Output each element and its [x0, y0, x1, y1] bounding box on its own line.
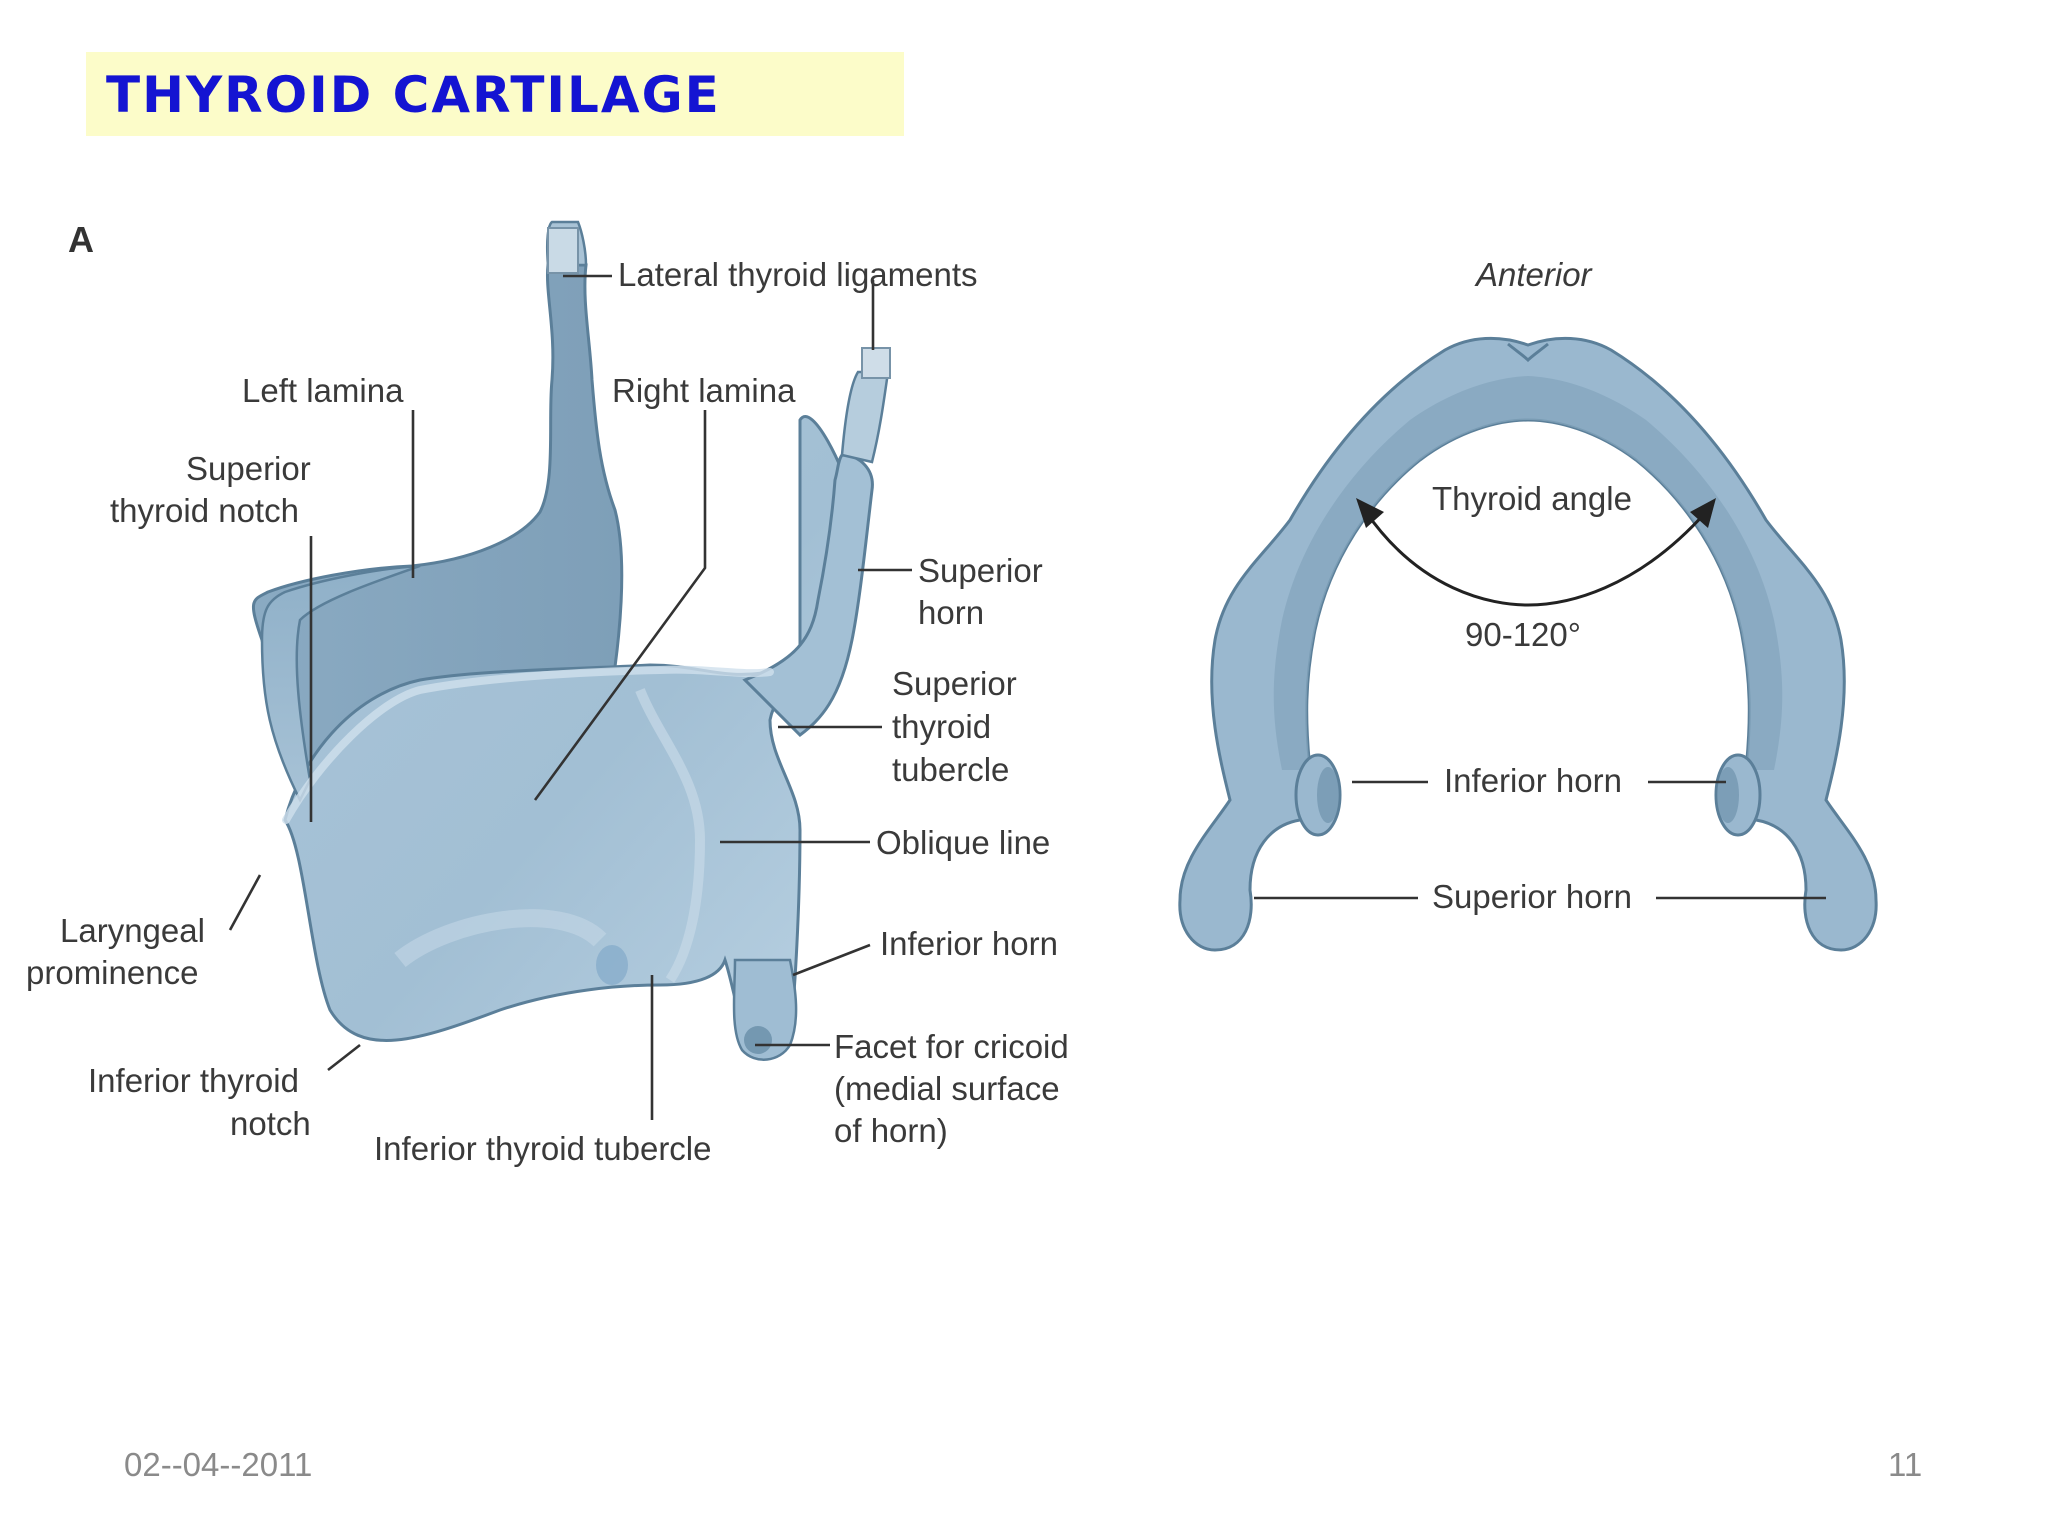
label-superior-horn-b: Superior horn	[1432, 878, 1632, 915]
label-superior-thyroid-tubercle-line2: thyroid	[892, 708, 991, 745]
title-box: THYROID CARTILAGE	[86, 52, 904, 136]
label-facet-for-cricoid-line3: of horn)	[834, 1112, 948, 1149]
panel-letter-a: A	[68, 219, 94, 260]
label-oblique-line: Oblique line	[876, 824, 1050, 861]
thyroid-angle-arc	[1364, 510, 1708, 607]
label-inferior-thyroid-notch-line2: notch	[230, 1105, 311, 1142]
label-superior-thyroid-tubercle-line1: Superior	[892, 665, 1017, 702]
label-laryngeal-prominence-line1: Laryngeal	[60, 912, 205, 949]
figure-a-labels: Lateral thyroid ligaments Left lamina Ri…	[26, 256, 1069, 1167]
label-right-lamina: Right lamina	[612, 372, 796, 409]
figure-a-leaders	[228, 274, 912, 1120]
label-inferior-thyroid-tubercle: Inferior thyroid tubercle	[374, 1130, 712, 1167]
right-ligament-shape	[840, 370, 890, 464]
label-inferior-horn-a: Inferior horn	[880, 925, 1058, 962]
label-angle-value: 90-120°	[1465, 616, 1581, 653]
left-lamina-shape	[251, 263, 624, 802]
angle-arrowhead-right	[1690, 498, 1716, 528]
label-thyroid-angle: Thyroid angle	[1432, 480, 1632, 517]
figure-a: A	[26, 219, 1069, 1167]
label-facet-for-cricoid-line1: Facet for cricoid	[834, 1028, 1069, 1065]
label-left-lamina: Left lamina	[242, 372, 404, 409]
lamina-rim-shape	[260, 564, 421, 803]
label-laryngeal-prominence-line2: prominence	[26, 954, 198, 991]
label-anterior: Anterior	[1474, 256, 1594, 293]
label-superior-horn-line2: horn	[918, 594, 984, 631]
figure-b-leaders	[1254, 780, 1826, 900]
label-superior-thyroid-tubercle-line3: tubercle	[892, 751, 1009, 788]
angle-arrowhead-left	[1356, 498, 1384, 528]
label-lateral-thyroid-ligaments: Lateral thyroid ligaments	[618, 256, 978, 293]
label-superior-thyroid-notch-line1: Superior	[186, 450, 311, 487]
footer-date: 02--04--2011	[124, 1446, 313, 1483]
label-superior-horn-line1: Superior	[918, 552, 1043, 589]
label-inferior-thyroid-notch-line1: Inferior thyroid	[88, 1062, 299, 1099]
figure-b: Anterior Thyroid angle	[1178, 256, 1878, 952]
slide-title: THYROID CARTILAGE	[106, 66, 721, 124]
page-number: 11	[1888, 1446, 1923, 1483]
label-inferior-horn-b: Inferior horn	[1444, 762, 1622, 799]
label-facet-for-cricoid-line2: (medial surface	[834, 1070, 1060, 1107]
label-superior-thyroid-notch-line2: thyroid notch	[110, 492, 299, 529]
right-lamina-shape	[283, 415, 854, 1058]
